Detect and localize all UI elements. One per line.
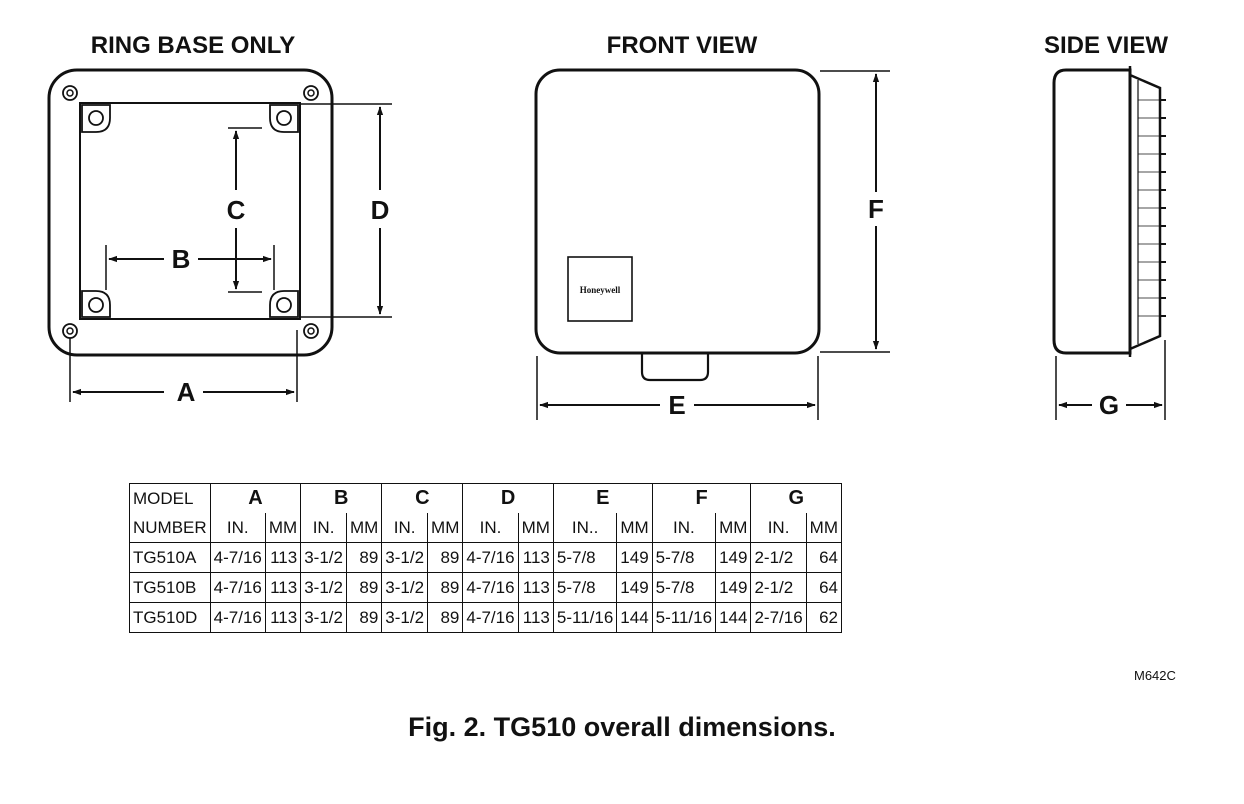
table-cell: 144 (616, 602, 653, 633)
front-view-dimension-lines (539, 73, 880, 409)
dimension-g-label: G (1099, 390, 1119, 420)
table-cell: 144 (715, 602, 752, 633)
table-cell: 89 (345, 542, 383, 573)
front-view-title: FRONT VIEW (607, 32, 758, 59)
figure-caption: Fig. 2. TG510 overall dimensions. (408, 712, 836, 742)
header-d: D (462, 483, 554, 513)
unit-header: IN. (209, 513, 266, 543)
table-cell: 3-1/2 (300, 602, 347, 633)
table-cell: 113 (264, 542, 302, 573)
honeywell-logo: Honeywell (580, 285, 621, 295)
front-view-drawing (534, 68, 890, 420)
dimension-f-label: F (868, 194, 884, 224)
table-cell: 5-11/16 (552, 602, 618, 633)
table-row: TG510B 4-7/16 113 3-1/2 89 3-1/2 89 4-7/… (129, 572, 842, 603)
table-row: TG510D 4-7/16 113 3-1/2 89 3-1/2 89 4-7/… (129, 602, 842, 633)
table-cell: 89 (345, 572, 383, 603)
table-cell: 113 (264, 572, 302, 603)
unit-header: IN. (381, 513, 429, 543)
table-cell: 3-1/2 (300, 572, 347, 603)
table-cell: 62 (805, 602, 842, 633)
table-cell: 2-1/2 (750, 542, 807, 573)
side-view-drawing (1052, 66, 1166, 420)
unit-header: IN. (651, 513, 717, 543)
table-cell: 64 (805, 542, 842, 573)
side-view-title: SIDE VIEW (1044, 32, 1168, 59)
table-cell: 89 (427, 572, 464, 603)
ring-base-dimension-lines (72, 106, 384, 396)
header-g: G (750, 483, 842, 513)
table-cell: 3-1/2 (381, 572, 429, 603)
header-e: E (552, 483, 653, 513)
dimension-e-label: E (668, 390, 685, 420)
table-cell: 5-7/8 (651, 572, 717, 603)
header-f: F (651, 483, 752, 513)
table-header-row: MODEL A B C D E F G (129, 483, 842, 513)
ring-base-title: RING BASE ONLY (91, 32, 295, 59)
unit-header: MM (345, 513, 383, 543)
dimension-a-label: A (177, 377, 196, 407)
table-cell: 5-7/8 (552, 542, 618, 573)
unit-header: MM (715, 513, 752, 543)
table-cell: 149 (715, 542, 752, 573)
table-cell: 113 (264, 602, 302, 633)
table-cell: 2-1/2 (750, 572, 807, 603)
table-cell: 4-7/16 (209, 602, 266, 633)
table-cell: 5-7/8 (651, 542, 717, 573)
table-cell: 4-7/16 (462, 572, 519, 603)
dimension-c-label: C (227, 195, 246, 225)
table-cell: 149 (715, 572, 752, 603)
unit-header: IN. (300, 513, 347, 543)
honeywell-logo-badge: Honeywell (567, 256, 633, 322)
unit-header: MM (264, 513, 302, 543)
table-cell: 64 (805, 572, 842, 603)
unit-header: IN. (462, 513, 519, 543)
model-cell: TG510A (129, 542, 211, 573)
model-cell: TG510B (129, 572, 211, 603)
table-cell: 3-1/2 (300, 542, 347, 573)
table-cell: 113 (517, 572, 554, 603)
dimensions-table: MODEL A B C D E F G NUMBER IN. MM IN. MM… (129, 483, 842, 633)
drawing-number: M642C (1134, 668, 1176, 683)
table-cell: 4-7/16 (209, 542, 266, 573)
table-cell: 89 (345, 602, 383, 633)
table-row: TG510A 4-7/16 113 3-1/2 89 3-1/2 89 4-7/… (129, 542, 842, 573)
table-cell: 4-7/16 (209, 572, 266, 603)
header-b: B (300, 483, 383, 513)
ring-base-drawing (47, 68, 392, 402)
model-cell: TG510D (129, 602, 211, 633)
table-cell: 149 (616, 572, 653, 603)
unit-header: MM (427, 513, 464, 543)
header-a: A (209, 483, 302, 513)
unit-header: MM (616, 513, 653, 543)
dimension-d-label: D (371, 195, 390, 225)
unit-header: MM (517, 513, 554, 543)
table-cell: 5-11/16 (651, 602, 717, 633)
table-cell: 89 (427, 542, 464, 573)
table-cell: 89 (427, 602, 464, 633)
table-cell: 149 (616, 542, 653, 573)
unit-header: IN. (750, 513, 807, 543)
model-header: MODEL (129, 483, 211, 513)
dimension-b-label: B (172, 244, 191, 274)
table-cell: 4-7/16 (462, 602, 519, 633)
table-cell: 5-7/8 (552, 572, 618, 603)
table-cell: 3-1/2 (381, 602, 429, 633)
table-cell: 2-7/16 (750, 602, 807, 633)
unit-header: IN.. (552, 513, 618, 543)
dimension-drawing: RING BASE ONLY C (47, 32, 1168, 420)
table-units-row: NUMBER IN. MM IN. MM IN. MM IN. MM IN.. … (129, 513, 842, 543)
table-cell: 113 (517, 542, 554, 573)
number-header: NUMBER (129, 513, 211, 543)
unit-header: MM (805, 513, 842, 543)
table-cell: 3-1/2 (381, 542, 429, 573)
table-cell: 4-7/16 (462, 542, 519, 573)
table-cell: 113 (517, 602, 554, 633)
header-c: C (381, 483, 464, 513)
